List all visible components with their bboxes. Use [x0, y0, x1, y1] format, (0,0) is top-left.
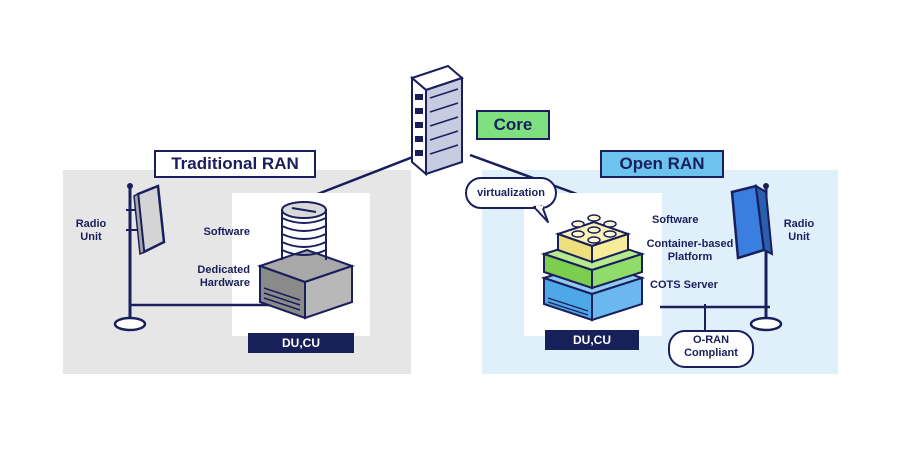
traditional-ran-title: Traditional RAN	[154, 150, 316, 178]
compliant-connector	[704, 304, 706, 332]
traditional-radio-unit-label: Radio Unit	[75, 218, 107, 243]
open-server-label: COTS Server	[650, 279, 718, 291]
core-to-traditional-line	[309, 153, 419, 199]
traditional-du-cu-label: DU,CU	[248, 333, 354, 353]
virtualization-bubble	[465, 177, 557, 223]
virtualization-label: virtualization	[477, 187, 545, 199]
o-ran-compliant-label: O-RAN Compliant	[684, 334, 738, 359]
core-label: Core	[476, 110, 550, 140]
core-to-open-line	[469, 153, 586, 199]
open-platform-label: Container-based Platform	[646, 238, 734, 263]
open-radio-unit-label: Radio Unit	[783, 218, 815, 243]
open-du-cu-label: DU,CU	[545, 330, 639, 350]
traditional-software-label: Software	[203, 226, 250, 238]
open-ran-stack-icon	[540, 214, 646, 322]
traditional-hardware-label: Dedicated Hardware	[197, 264, 250, 289]
core-server-icon	[410, 64, 464, 177]
open-ru-link	[660, 305, 770, 309]
open-software-label: Software	[652, 214, 699, 226]
open-radio-unit-icon	[730, 183, 783, 332]
traditional-radio-unit-icon	[113, 183, 166, 332]
o-ran-compliant-badge	[668, 330, 754, 368]
dedicated-hardware-icon	[256, 201, 356, 320]
traditional-ru-link	[130, 303, 270, 307]
open-ran-title: Open RAN	[600, 150, 724, 178]
